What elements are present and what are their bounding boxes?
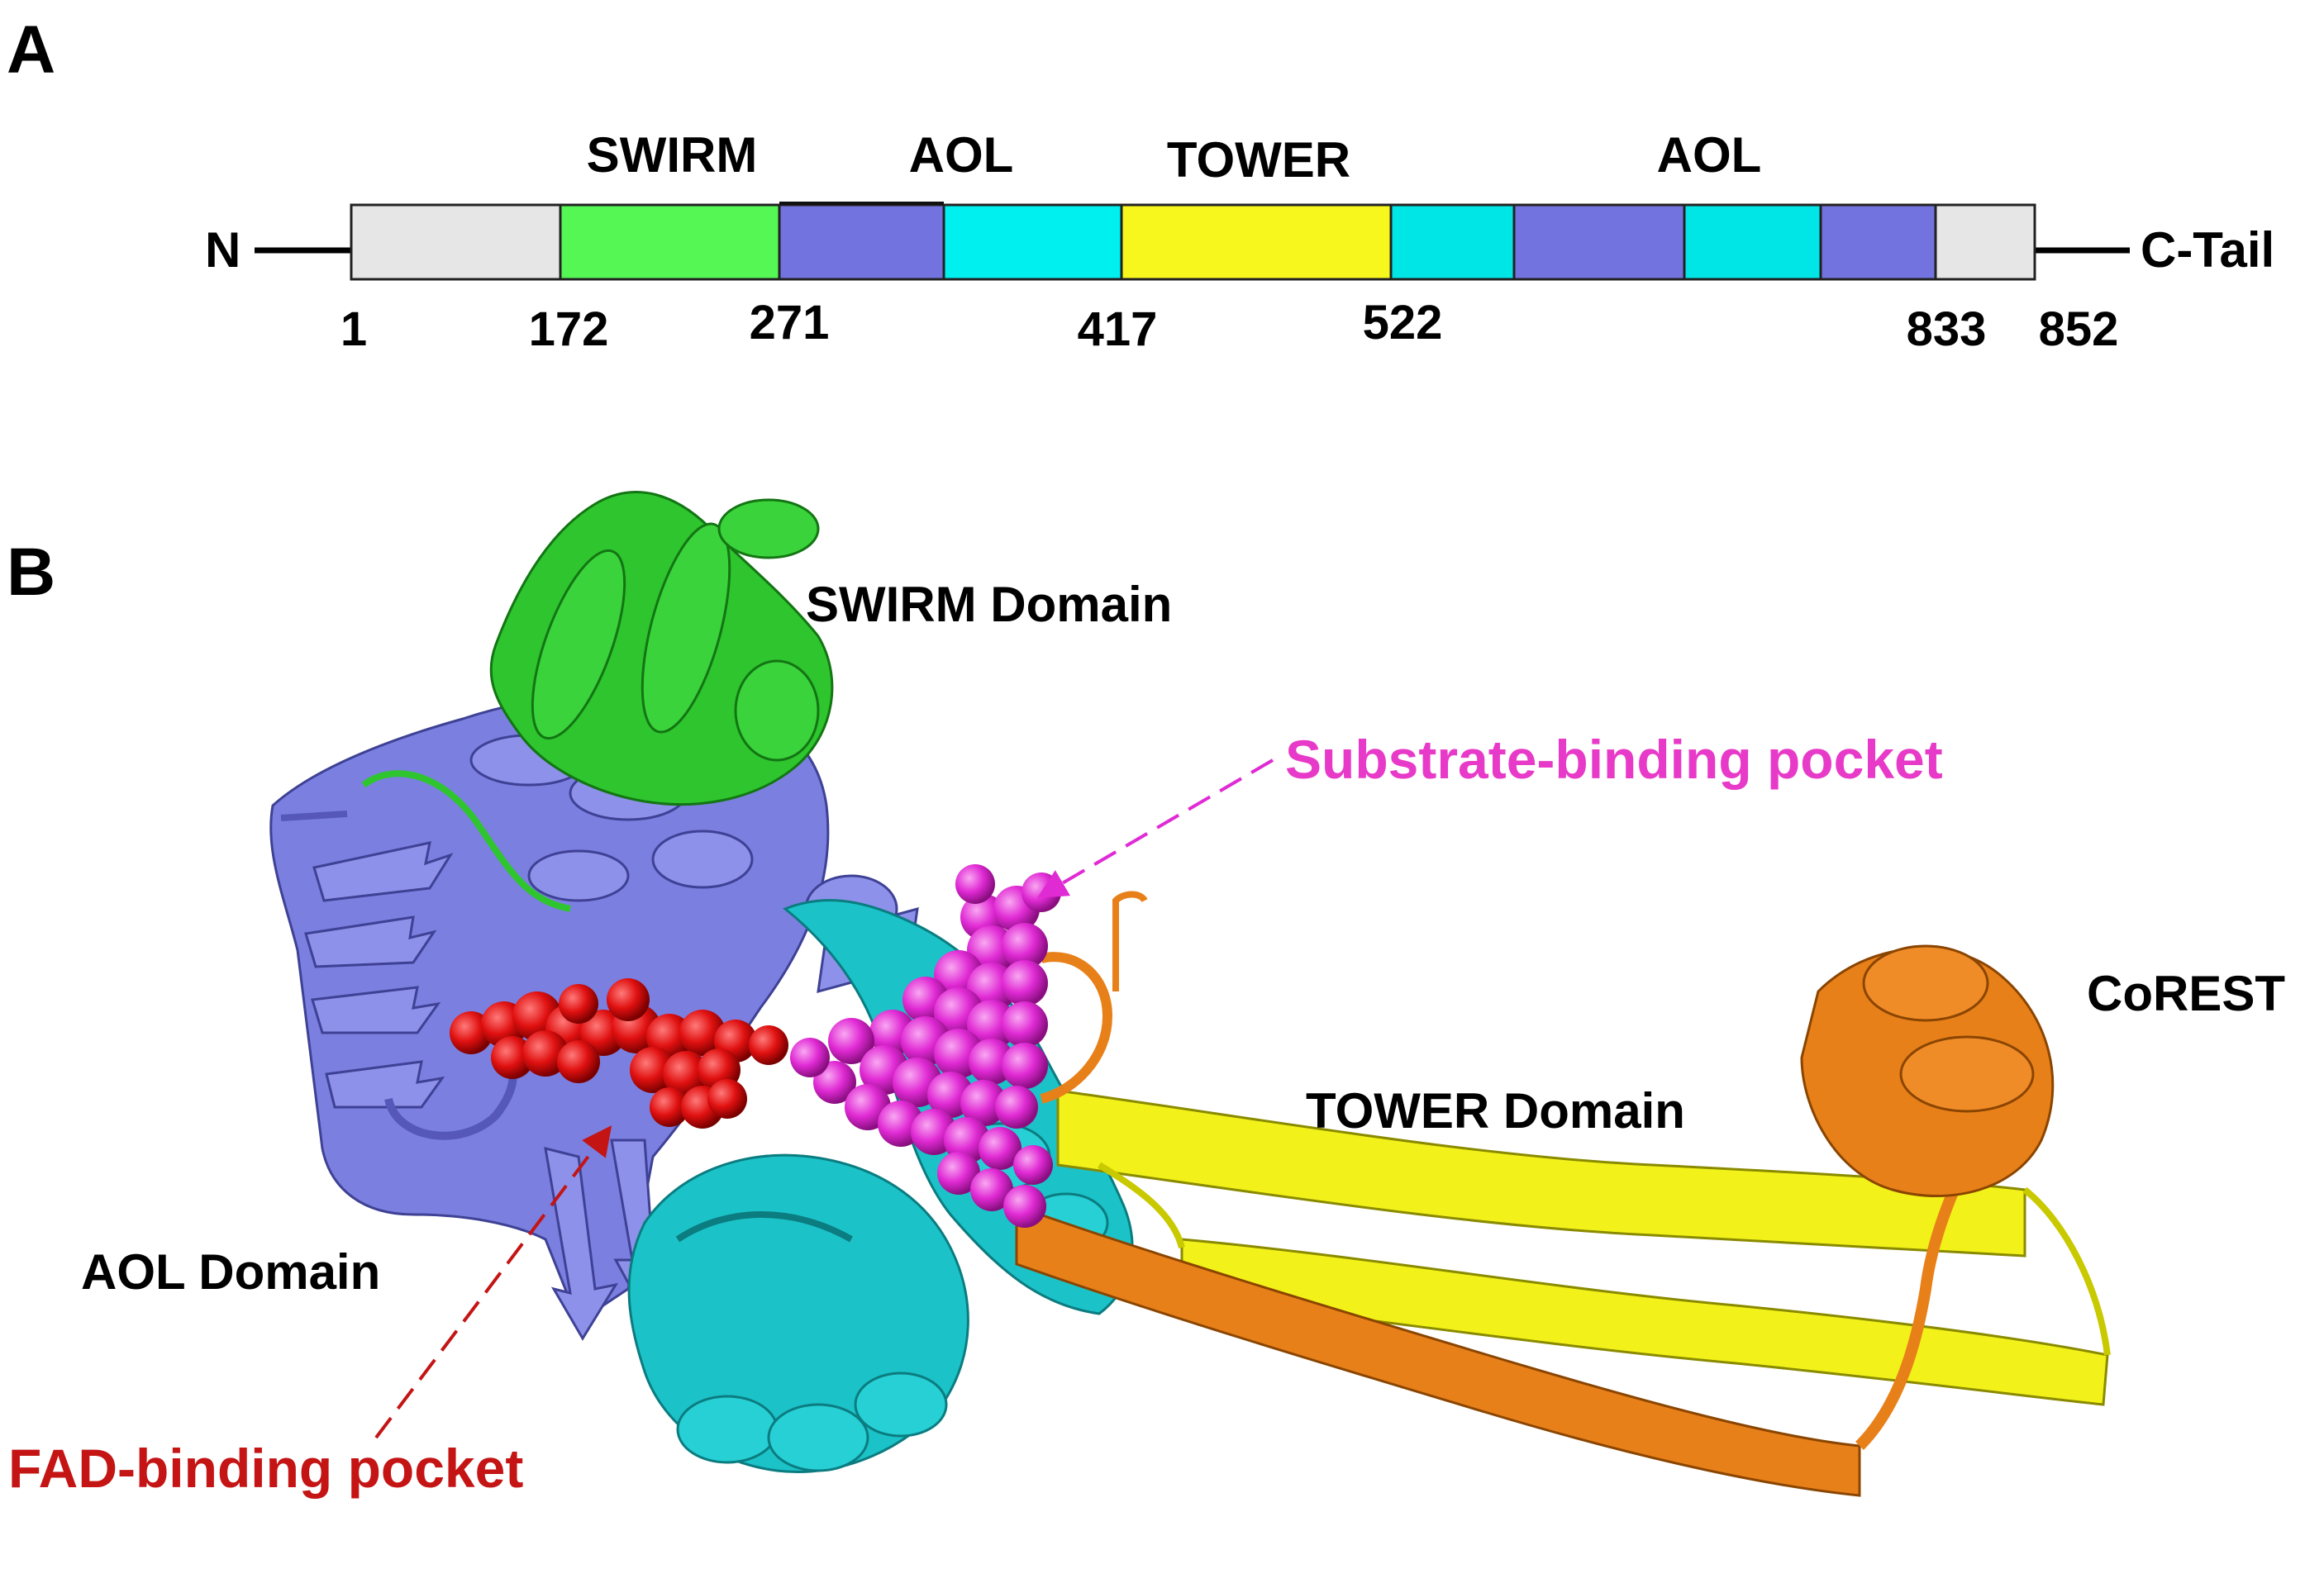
protein-structure xyxy=(269,491,2111,1497)
tower-domain-label: TOWER Domain xyxy=(1306,1083,1685,1139)
substrate-spheres xyxy=(790,864,1061,1228)
position-1: 1 xyxy=(341,302,367,356)
fad-pointer-arrow xyxy=(374,1125,612,1439)
segment-aol-2 xyxy=(1512,203,1686,281)
segment-aol-cyan-3 xyxy=(1683,203,1822,281)
panel-b-letter: B xyxy=(7,535,55,610)
position-172: 172 xyxy=(529,302,609,356)
swirm-domain-label: SWIRM Domain xyxy=(806,577,1172,632)
swirm-domain-structure xyxy=(361,491,834,912)
segment-aol-3 xyxy=(1819,203,1937,281)
c-terminus-label: C-Tail xyxy=(2141,222,2274,278)
position-852: 852 xyxy=(2039,302,2119,356)
n-terminus-label: N xyxy=(205,222,240,278)
tower-domain-structure xyxy=(1056,1089,2111,1406)
panel-a-letter: A xyxy=(7,12,55,88)
domain-label-tower: TOWER xyxy=(1167,132,1350,188)
position-833: 833 xyxy=(1907,302,1987,356)
domain-bar xyxy=(350,202,2036,281)
segment-aol-cyan-2 xyxy=(1389,203,1516,281)
segment-tower xyxy=(1120,203,1393,281)
segment-swirm xyxy=(559,203,781,281)
corest-label: CoREST xyxy=(2087,966,2285,1021)
residue-positions: 1 172 271 417 522 833 852 xyxy=(341,296,2119,356)
segment-aol-1 xyxy=(778,203,945,281)
domain-label-aol-1: AOL xyxy=(909,127,1014,183)
corest-structure xyxy=(1015,891,2055,1497)
domain-label-aol-2: AOL xyxy=(1657,127,1762,183)
segment-c-term-region xyxy=(1934,203,2036,281)
substrate-pocket-label: Substrate-binding pocket xyxy=(1285,729,1943,790)
fad-spheres xyxy=(450,978,788,1129)
domain-label-swirm: SWIRM xyxy=(587,127,758,183)
fad-pocket-label: FAD-binding pocket xyxy=(8,1438,523,1499)
aol-domain-label: AOL Domain xyxy=(81,1244,380,1300)
position-271: 271 xyxy=(750,296,830,349)
position-522: 522 xyxy=(1363,296,1443,349)
substrate-pointer-arrow xyxy=(1036,758,1274,898)
position-417: 417 xyxy=(1078,302,1158,356)
segment-n-term-region xyxy=(350,203,562,281)
segment-aol-cyan-1 xyxy=(942,203,1123,281)
